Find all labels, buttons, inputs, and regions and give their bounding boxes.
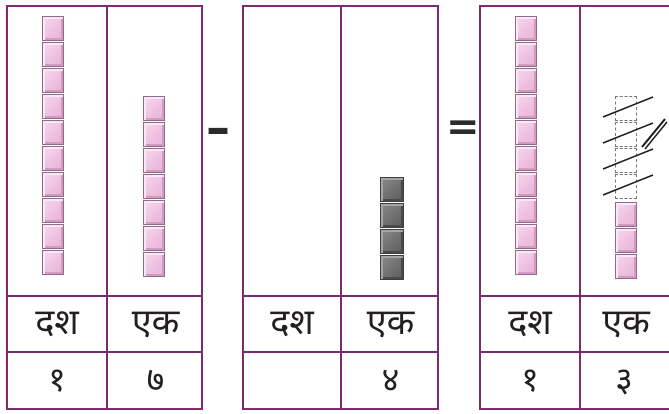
cube	[615, 228, 637, 253]
divider-line	[479, 295, 669, 297]
cube	[615, 254, 637, 279]
cross-out-strokes	[602, 96, 654, 196]
divider-line	[6, 295, 203, 297]
ones-cubes	[380, 177, 404, 281]
pencil-icon	[641, 118, 668, 150]
tens-rod	[42, 16, 64, 276]
ones-header: एक	[366, 302, 415, 343]
cube	[515, 42, 537, 67]
cube	[515, 68, 537, 93]
cube	[515, 172, 537, 197]
ones-digit: ४	[381, 360, 400, 400]
cube	[515, 120, 537, 145]
cube	[615, 202, 637, 227]
cube	[380, 255, 404, 280]
tens-header: दश	[35, 302, 79, 343]
tens-header: दश	[270, 302, 314, 343]
cube	[380, 203, 404, 228]
panel-frame	[6, 5, 203, 410]
ones-digit: ७	[146, 360, 165, 400]
cube	[42, 94, 64, 119]
cube	[515, 94, 537, 119]
divider-line	[6, 351, 203, 353]
cube	[42, 42, 64, 67]
cube	[42, 198, 64, 223]
ones-digit: ३	[615, 360, 633, 400]
equals-operator: =	[446, 104, 480, 150]
cube	[143, 200, 165, 225]
tens-header: दश	[508, 302, 552, 343]
panel-minuend: दश एक १ ७	[6, 5, 203, 410]
divider-line	[479, 351, 669, 353]
cube	[42, 120, 64, 145]
cube	[515, 250, 537, 275]
cube	[42, 68, 64, 93]
divider-line	[242, 295, 439, 297]
panel-frame	[479, 5, 669, 410]
cube	[380, 177, 404, 202]
cube	[42, 172, 64, 197]
cube	[143, 226, 165, 251]
cube	[143, 96, 165, 121]
cube	[143, 122, 165, 147]
cube	[380, 229, 404, 254]
cube	[143, 174, 165, 199]
ones-header: एक	[131, 302, 180, 343]
minus-operator: –	[206, 100, 230, 156]
ones-header: एक	[602, 302, 650, 343]
ones-cubes	[615, 202, 637, 280]
tens-digit: १	[521, 360, 539, 400]
tens-digit: १	[48, 360, 66, 400]
cube	[143, 252, 165, 277]
tens-column	[242, 5, 342, 410]
tens-column	[6, 5, 108, 410]
crossed-out-cubes	[615, 96, 637, 200]
cube	[515, 198, 537, 223]
cube	[143, 148, 165, 173]
divider-line	[242, 351, 439, 353]
cube	[42, 146, 64, 171]
crossed-cube	[615, 148, 637, 173]
crossed-cube	[615, 122, 637, 147]
panel-subtrahend: दश एक ४	[242, 5, 439, 410]
tens-digit	[242, 353, 342, 408]
crossed-cube	[615, 174, 637, 199]
cube	[515, 16, 537, 41]
cube	[42, 250, 64, 275]
tens-column	[479, 5, 581, 410]
panel-difference: दश एक १ ३	[479, 5, 669, 410]
cube	[515, 146, 537, 171]
tens-rod	[515, 16, 537, 276]
cube	[42, 16, 64, 41]
ones-cubes	[143, 96, 165, 278]
cube	[515, 224, 537, 249]
crossed-cube	[615, 96, 637, 121]
cube	[42, 224, 64, 249]
